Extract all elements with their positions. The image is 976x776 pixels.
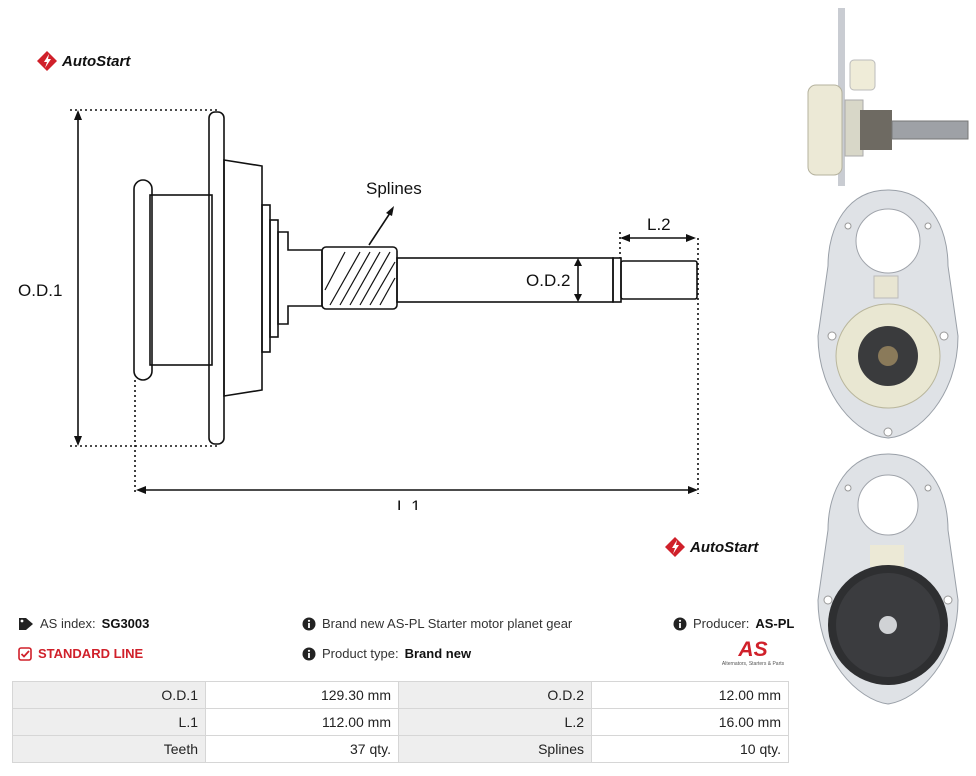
producer-value: AS-PL: [755, 616, 795, 631]
producer: Producer: AS-PL: [673, 616, 794, 631]
product-type-value: Brand new: [404, 646, 472, 661]
check-square-icon: [18, 646, 32, 661]
product-photo-side: [807, 8, 969, 186]
spec-label: O.D.1: [12, 681, 206, 709]
spec-label: O.D.2: [398, 681, 592, 709]
spec-value: 129.30 mm: [205, 681, 399, 709]
as-index-value: SG3003: [101, 616, 150, 631]
od2-label: O.D.2: [526, 271, 570, 290]
table-row: O.D.1 129.30 mm O.D.2 12.00 mm: [12, 681, 789, 709]
spec-value: 112.00 mm: [205, 708, 399, 736]
l2-label: L.2: [647, 215, 671, 234]
info-icon: [302, 647, 316, 660]
autostart-logo-secondary: AutoStart: [664, 536, 758, 558]
as-index: AS index: SG3003: [18, 616, 149, 631]
spec-value: 37 qty.: [205, 735, 399, 763]
autostart-logo-text: AutoStart: [62, 52, 131, 70]
product-type: Product type: Brand new: [302, 646, 471, 661]
technical-drawing: O.D.1 O.D.2 L.1 L.2 Splines: [18, 109, 699, 510]
autostart-logo-text: AutoStart: [690, 538, 759, 556]
standard-line: STANDARD LINE: [18, 646, 143, 661]
as-pl-logo-caption: Alternators, Starters & Parts: [721, 661, 785, 667]
as-pl-logo-mark: AS: [738, 638, 768, 661]
autostart-logo-icon: [665, 537, 685, 557]
od1-label: O.D.1: [18, 281, 62, 300]
product-description: Brand new AS-PL Starter motor planet gea…: [302, 616, 572, 631]
as-pl-logo: AS Alternators, Starters & Parts: [714, 638, 792, 668]
product-type-label: Product type:: [322, 646, 399, 661]
autostart-logo-icon: [37, 51, 57, 71]
product-photo-front: [817, 189, 959, 439]
product-photo-back: [817, 453, 959, 705]
autostart-logo: AutoStart: [36, 50, 130, 72]
spec-value: 12.00 mm: [591, 681, 789, 709]
l1-label: L.1: [397, 497, 421, 510]
spec-label: L.2: [398, 708, 592, 736]
spec-value: 10 qty.: [591, 735, 789, 763]
spec-label: Splines: [398, 735, 592, 763]
info-icon: [673, 617, 687, 630]
tag-icon: [19, 617, 33, 630]
specs-table: O.D.1 129.30 mm O.D.2 12.00 mm L.1 112.0…: [12, 681, 789, 763]
spec-value: 16.00 mm: [591, 708, 789, 736]
splines-label: Splines: [366, 179, 422, 198]
table-row: Teeth 37 qty. Splines 10 qty.: [12, 735, 789, 763]
table-row: L.1 112.00 mm L.2 16.00 mm: [12, 708, 789, 736]
info-icon: [302, 617, 316, 630]
producer-label: Producer:: [693, 616, 750, 631]
standard-line-text: STANDARD LINE: [38, 646, 144, 661]
as-index-label: AS index:: [40, 616, 96, 631]
spec-label: L.1: [12, 708, 206, 736]
description-text: Brand new AS-PL Starter motor planet gea…: [322, 616, 573, 631]
spec-label: Teeth: [12, 735, 206, 763]
